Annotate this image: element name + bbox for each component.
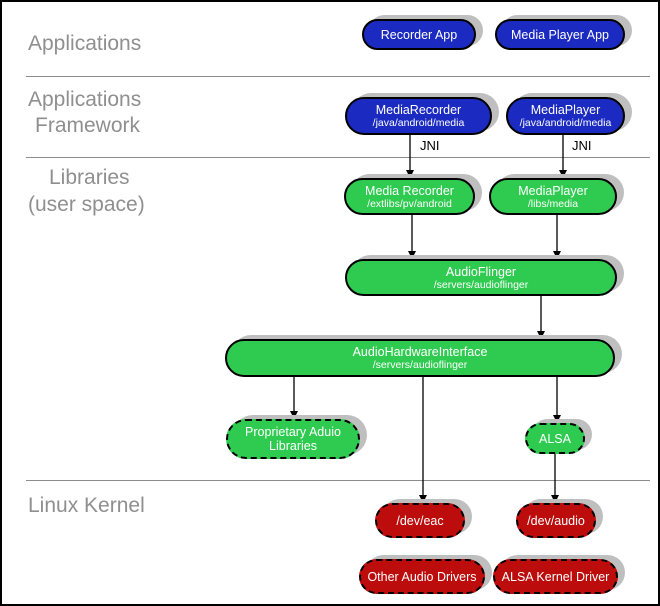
node-media-recorder-lib-title: Media Recorder — [365, 183, 454, 198]
node-alsa: ALSA — [525, 423, 585, 454]
node-alsa-kernel-driver: ALSA Kernel Driver — [493, 559, 618, 594]
layer-label-libraries-line1: Libraries — [49, 166, 130, 189]
arrow-audiohardwareinterface-to-proprietary — [290, 377, 298, 419]
node-alsa-title: ALSA — [539, 431, 571, 446]
arrow-audiohardwareinterface-to-dev-eac — [419, 377, 427, 503]
node-mediarecorder-framework-path: /java/android/media — [372, 117, 465, 129]
layer-label-framework-line2: Framework — [35, 114, 141, 137]
node-media-recorder-lib-path: /extlibs/pv/android — [367, 197, 452, 210]
node-mediarecorder-framework: MediaRecorder /java/android/media — [345, 97, 492, 135]
arrow-mediaplayer-to-audioflinger — [553, 215, 561, 259]
node-proprietary-audio-libraries: Proprietary Aduio Libraries — [226, 419, 360, 459]
arrow-mediarecorder-to-audioflinger — [408, 215, 416, 259]
node-audioflinger-path: /servers/audioflinger — [433, 278, 529, 291]
divider-applications-framework — [26, 76, 650, 77]
node-media-player-app: Media Player App — [495, 19, 625, 50]
node-dev-audio-title: /dev/audio — [527, 513, 585, 528]
node-other-audio-drivers-title: Other Audio Drivers — [367, 569, 477, 584]
layer-label-linux-kernel: Linux Kernel — [28, 494, 145, 517]
layer-label-applications: Applications — [28, 32, 142, 55]
node-audiohardwareinterface-path: /servers/audioflinger — [372, 359, 468, 371]
layer-label-framework-line1: Applications — [28, 88, 142, 111]
arrow-audiohardwareinterface-to-alsa — [553, 377, 561, 423]
node-audiohardwareinterface: AudioHardwareInterface /servers/audiofli… — [225, 339, 615, 377]
node-media-player-app-title: Media Player App — [511, 27, 609, 42]
jni-label-left: JNI — [420, 138, 440, 153]
node-mediaplayer-lib-path: /libs/media — [527, 197, 579, 210]
node-recorder-app-title: Recorder App — [380, 27, 458, 42]
arrow-alsa-to-dev-audio — [551, 454, 559, 503]
node-mediaplayer-lib: MediaPlayer /libs/media — [489, 178, 617, 215]
node-audioflinger-title: AudioFlinger — [445, 264, 517, 279]
jni-label-right: JNI — [572, 138, 592, 153]
node-dev-audio: /dev/audio — [516, 503, 596, 538]
arrow-audioflinger-to-audiohardwareinterface — [537, 296, 545, 339]
node-alsa-kernel-driver-title: ALSA Kernel Driver — [501, 569, 610, 584]
node-dev-eac: /dev/eac — [375, 503, 465, 538]
node-recorder-app: Recorder App — [362, 19, 476, 50]
node-mediaplayer-framework-title: MediaPlayer — [530, 103, 601, 117]
divider-libraries-kernel — [26, 480, 650, 481]
node-mediarecorder-framework-title: MediaRecorder — [375, 103, 462, 117]
node-proprietary-audio-title-line2: Libraries — [269, 439, 317, 453]
node-audioflinger: AudioFlinger /servers/audioflinger — [345, 259, 617, 296]
node-other-audio-drivers: Other Audio Drivers — [359, 559, 485, 594]
node-media-recorder-lib: Media Recorder /extlibs/pv/android — [344, 178, 475, 215]
node-mediaplayer-lib-title: MediaPlayer — [518, 183, 588, 198]
node-proprietary-audio-title-line1: Proprietary Aduio — [245, 425, 341, 439]
node-mediaplayer-framework: MediaPlayer /java/android/media — [506, 97, 625, 135]
layer-label-libraries-line2: (user space) — [28, 193, 145, 216]
divider-framework-libraries — [26, 157, 650, 158]
node-mediaplayer-framework-path: /java/android/media — [519, 117, 612, 129]
node-dev-eac-title: /dev/eac — [396, 513, 444, 528]
node-audiohardwareinterface-title: AudioHardwareInterface — [352, 345, 488, 359]
